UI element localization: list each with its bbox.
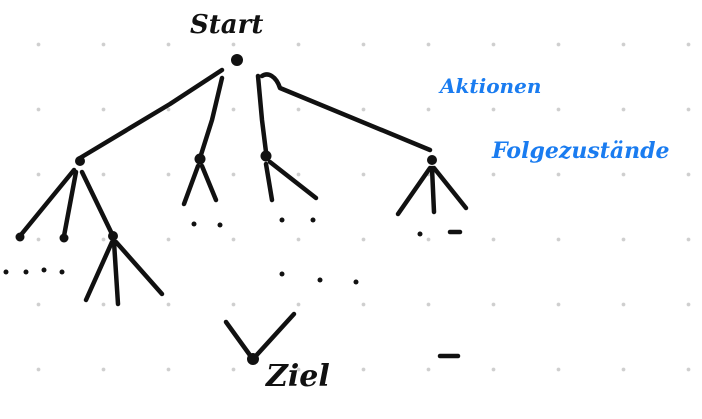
edge-child2-fan-right — [199, 163, 219, 203]
edge-grandchild-c-fan-mid — [111, 239, 121, 307]
edge-child1-to-grandchild-c — [79, 169, 115, 237]
edge-root-to-child-3 — [255, 73, 269, 155]
edge-into-goal-right — [251, 311, 297, 361]
edge-child4-fan-left — [395, 165, 433, 217]
grandchild-node-c — [108, 231, 118, 241]
edge-child4-fan-mid — [429, 165, 437, 215]
edge-root-to-child-1 — [77, 67, 225, 161]
ellipsis-dot — [279, 271, 285, 277]
edge-root-to-child-2 — [197, 75, 225, 161]
ellipsis-dot — [417, 231, 423, 237]
edge-child1-to-grandchild-a — [17, 167, 77, 239]
child-node-2 — [194, 153, 206, 165]
ellipsis-dot — [310, 217, 316, 223]
ellipsis-dot — [317, 277, 323, 283]
edge-child3-fan-left — [263, 161, 275, 203]
edge-grandchild-c-fan-left — [83, 239, 115, 303]
goal-label: Ziel — [266, 359, 330, 394]
ellipsis-dot — [59, 269, 65, 275]
child-node-4 — [427, 155, 437, 165]
child-node-3 — [260, 150, 272, 162]
edge-child1-to-grandchild-b — [61, 169, 79, 239]
edge-child3-fan-right — [267, 159, 319, 201]
grandchild-node-b — [59, 233, 69, 243]
root-node — [231, 54, 243, 66]
child-node-1 — [75, 156, 85, 166]
edge-child2-fan-left — [181, 163, 201, 207]
ellipsis-dot — [217, 222, 223, 228]
grandchild-node-a — [15, 232, 25, 242]
ellipsis-dot — [191, 221, 197, 227]
successor-states-annotation: Folgezustände — [492, 138, 670, 164]
start-label: Start — [190, 10, 264, 40]
edge-root-to-child-4 — [259, 72, 433, 153]
ellipsis-dot — [353, 279, 359, 285]
ellipsis-dot — [3, 269, 9, 275]
ellipsis-dot — [41, 267, 47, 273]
ellipsis-dot — [279, 217, 285, 223]
edge-grandchild-c-fan-right — [113, 239, 165, 297]
edge-into-goal-left — [223, 319, 255, 361]
actions-annotation: Aktionen — [440, 74, 542, 98]
ellipsis-dot — [23, 269, 29, 275]
edge-child4-fan-right — [431, 165, 469, 211]
goal-node — [247, 353, 259, 365]
